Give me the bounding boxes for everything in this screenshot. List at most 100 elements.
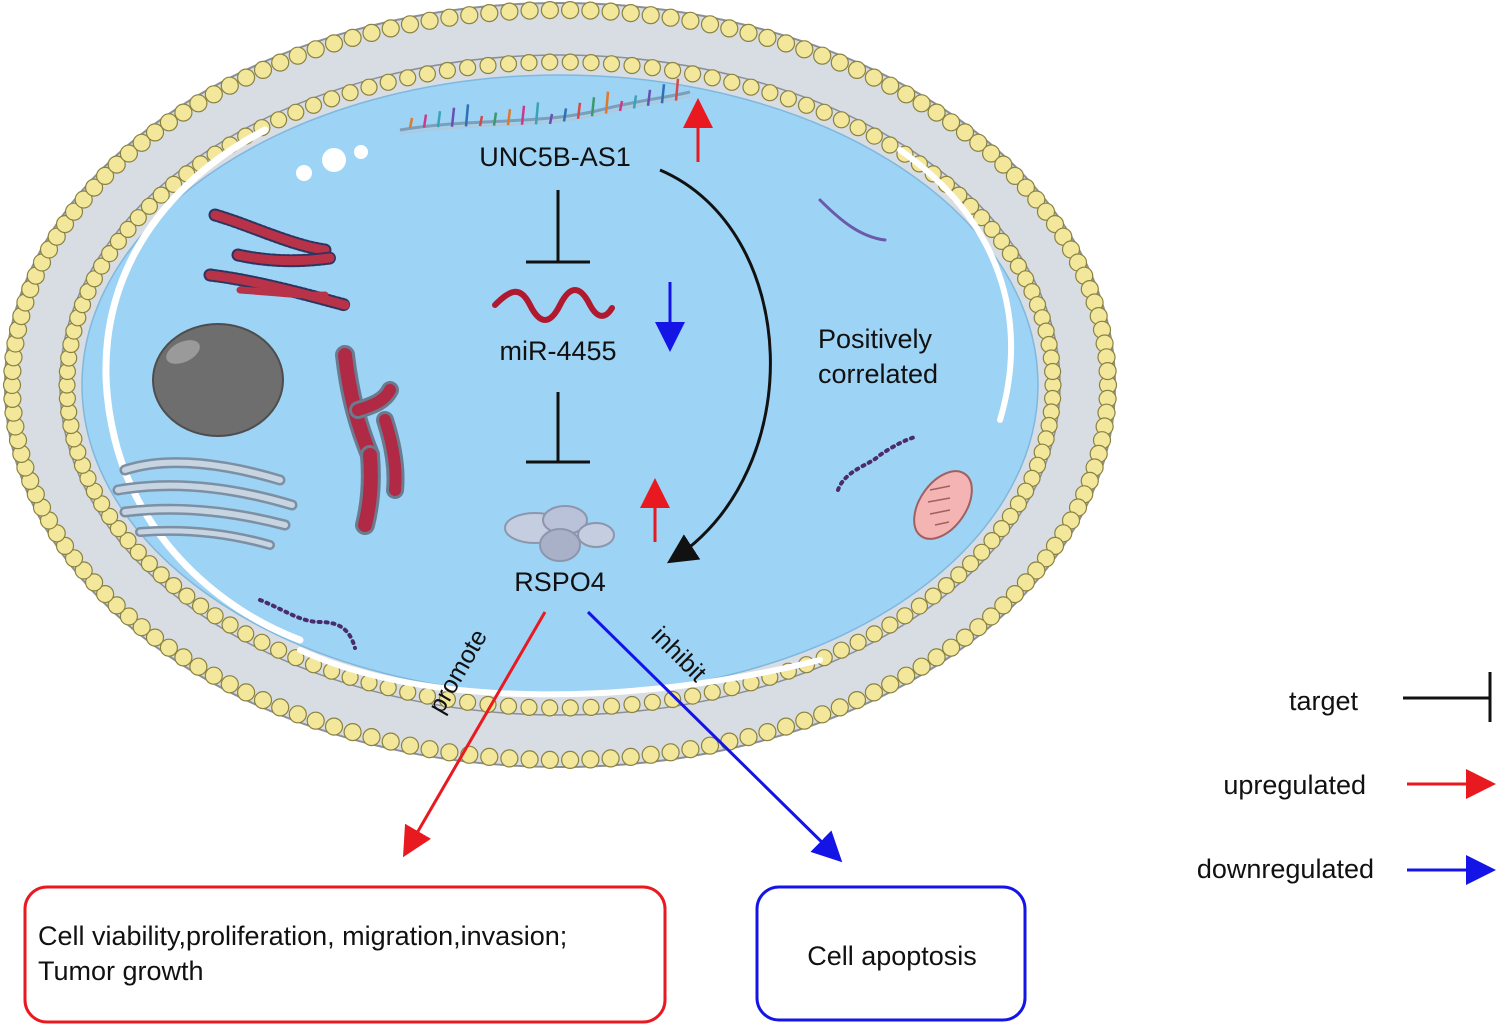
target-inhibition-mark <box>526 190 590 264</box>
correlation-label-line1: Positively <box>818 324 933 354</box>
lipid-head-icon <box>288 46 307 65</box>
lipid-head-icon <box>95 166 115 185</box>
lipid-head-icon <box>119 531 137 550</box>
lipid-head-icon <box>758 722 777 742</box>
promoted-outcomes-line2: Tumor growth <box>38 956 204 986</box>
lipid-head-icon <box>1043 362 1062 381</box>
lipid-head-icon <box>983 531 1001 550</box>
lipid-head-icon <box>941 113 961 132</box>
lipid-head-icon <box>661 8 680 27</box>
lipid-head-icon <box>700 15 720 34</box>
lipid-head-icon <box>623 56 641 75</box>
lipid-head-icon <box>237 625 255 643</box>
rna-strand-icon <box>399 78 691 135</box>
lipid-head-icon <box>253 633 271 651</box>
lipid-head-icon <box>360 78 378 96</box>
lipid-head-icon <box>119 220 137 238</box>
mitochondrion-icon <box>913 470 973 540</box>
lipid-head-icon <box>881 76 900 95</box>
lipid-head-icon <box>362 23 381 43</box>
lipid-head-icon <box>983 220 1001 238</box>
lipid-head-icon <box>560 1 580 20</box>
lipid-head-icon <box>84 573 104 592</box>
lipid-head-icon <box>1045 215 1065 234</box>
rna-base-icon <box>674 78 680 101</box>
lipid-head-icon <box>129 209 147 227</box>
legend-target-symbol <box>1403 672 1492 722</box>
lipid-head-icon <box>910 597 929 615</box>
endoplasmic-icon <box>335 345 405 535</box>
lipid-head-icon <box>520 750 539 769</box>
lipid-head-icon <box>541 699 559 717</box>
lipid-head-icon <box>520 1 539 20</box>
lipid-head-icon <box>661 743 680 762</box>
lipid-head-icon <box>994 155 1013 174</box>
lipid-head-icon <box>941 638 961 657</box>
lipid-head-icon <box>1036 202 1056 221</box>
lipid-head-icon <box>271 698 290 717</box>
lipid-head-icon <box>581 1 600 20</box>
legend-upregulated-label: upregulated <box>1223 770 1366 800</box>
lipid-head-icon <box>64 549 84 568</box>
lipid-head-icon <box>324 717 344 736</box>
lipid-head-icon <box>1098 362 1117 381</box>
lipid-head-icon <box>776 717 796 736</box>
lipid-head-icon <box>271 53 290 72</box>
rna-base-icon <box>450 107 456 127</box>
lipid-head-icon <box>779 90 798 108</box>
lipid-head-icon <box>601 749 620 768</box>
lipid-head-icon <box>994 596 1013 615</box>
lipid-head-icon <box>159 638 178 657</box>
lipid-head-icon <box>107 155 126 174</box>
inhibited-outcomes-box: Cell apoptosis <box>755 885 1027 1022</box>
rna-base-icon <box>506 109 512 126</box>
lipid-head-icon <box>47 227 66 246</box>
rna-base-icon <box>422 114 428 128</box>
lipid-head-icon <box>189 657 208 676</box>
lipid-head-icon <box>253 60 273 80</box>
lipid-head-icon <box>192 597 210 615</box>
lipid-head-icon <box>107 596 126 615</box>
lipid-head-icon <box>95 584 115 604</box>
lipid-head-icon <box>912 657 931 676</box>
lipid-head-icon <box>253 690 273 710</box>
rna-base-icon <box>632 95 638 109</box>
vesicles-icon <box>296 145 368 181</box>
mirna-label: miR-4455 <box>499 336 616 366</box>
lipid-head-icon <box>420 740 439 759</box>
lipid-head-icon <box>643 59 662 77</box>
lipid-head-icon <box>499 55 518 73</box>
lipid-head-icon <box>84 178 104 197</box>
lipid-head-icon <box>581 750 600 769</box>
lipid-head-icon <box>499 697 518 715</box>
lipid-head-icon <box>927 103 946 122</box>
lipid-head-icon <box>440 8 459 27</box>
lipid-head-icon <box>109 519 128 538</box>
lipid-head-icon <box>540 750 560 770</box>
lipid-head-icon <box>758 28 777 48</box>
lipid-head-icon <box>418 65 436 83</box>
lipid-head-icon <box>459 59 477 77</box>
rna-base-icon <box>408 117 414 129</box>
lipid-head-icon <box>152 566 170 584</box>
lipid-head-icon <box>220 675 239 694</box>
lipid-head-icon <box>955 123 975 142</box>
lipid-head-icon <box>865 625 883 643</box>
lipid-head-icon <box>362 727 381 747</box>
lipid-head-icon <box>927 648 946 667</box>
correlation-arrow <box>659 168 772 564</box>
lipid-head-icon <box>992 519 1011 538</box>
lipid-head-icon <box>897 85 916 104</box>
lipid-head-icon <box>681 11 700 30</box>
lipid-head-icon <box>540 1 560 20</box>
lipid-head-icon <box>100 245 119 263</box>
cytoplasm-highlight-left <box>102 126 304 644</box>
lipid-head-icon <box>379 73 397 91</box>
lipid-head-icon <box>582 53 600 72</box>
golgi-icon <box>112 457 298 550</box>
lipid-head-icon <box>832 641 851 659</box>
rna-base-icon <box>520 105 526 125</box>
rna-base-icon <box>436 111 442 128</box>
lipid-head-icon <box>165 576 183 595</box>
lipid-head-icon <box>602 55 621 73</box>
